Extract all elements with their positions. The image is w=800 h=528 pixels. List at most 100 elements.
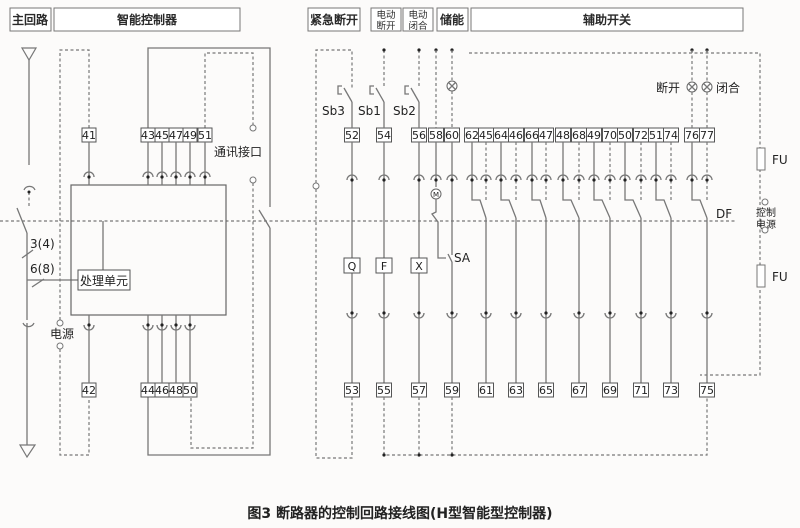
- contact-icon: [495, 174, 507, 181]
- contact-icon: [619, 174, 631, 181]
- terminal-top: 60: [445, 129, 459, 142]
- sa-label: SA: [454, 251, 471, 265]
- comm-port-label: 通讯接口: [214, 144, 262, 159]
- controller-terminal-bottom: 48: [169, 384, 183, 397]
- terminal-bottom: 69: [603, 384, 617, 397]
- contact-icon: [686, 174, 698, 181]
- contact-icon: [142, 324, 154, 331]
- controller-terminal-top: 47: [169, 129, 183, 142]
- coil-q-box: [343, 257, 361, 274]
- terminal-bottom-box: [663, 382, 679, 398]
- terminal-top: 51: [649, 129, 663, 142]
- header-motor-close-1: 电动: [408, 9, 427, 21]
- terminal-top: 48: [556, 129, 570, 142]
- coil-f-box: [375, 257, 393, 274]
- contact-icon: [701, 174, 713, 181]
- fuse-top-label: FU: [772, 153, 788, 167]
- terminal-bottom: 63: [509, 384, 523, 397]
- terminal-bottom: 65: [539, 384, 553, 397]
- controller-terminal-bottom: 50: [183, 384, 197, 397]
- controller-terminal-top: 51: [198, 129, 212, 142]
- power-terminal-top: [56, 319, 64, 327]
- terminal-bottom-box: [478, 382, 494, 398]
- terminal-top: 47: [539, 129, 553, 142]
- sb1-button-icon: [375, 87, 385, 103]
- contact-icon: [156, 324, 168, 331]
- terminal-bottom: 75: [700, 384, 714, 397]
- control-power-label-1: 控制: [756, 206, 776, 219]
- header-main-circuit-box: [9, 7, 52, 32]
- contact-icon: [665, 174, 677, 181]
- fuse-top-icon: [756, 147, 766, 171]
- controller-terminal-top: 49: [183, 129, 197, 142]
- aux-contact-icon: [471, 190, 487, 219]
- header-row: 主回路 智能控制器 紧急断开 电动 断开 电动 闭合 储能 辅助开关: [9, 7, 744, 32]
- coil-q: Q: [348, 260, 357, 273]
- contact-icon: [184, 171, 196, 178]
- lamp-open-label: 断开: [656, 80, 680, 95]
- terminal-bottom: 59: [445, 384, 459, 397]
- header-emergency-box: [307, 7, 361, 32]
- terminal-bottom-box: [699, 382, 715, 398]
- terminal-bottom: 57: [412, 384, 426, 397]
- control-power-column: FU 控制 电源 FU: [469, 52, 788, 376]
- contact-icon: [378, 174, 390, 181]
- controller-terminal-top: 45: [155, 129, 169, 142]
- contact-icon: [378, 312, 390, 319]
- processing-unit-box: [77, 269, 131, 291]
- sa-switch-icon: [447, 253, 453, 263]
- ground-top-icon: [20, 47, 38, 62]
- coil-f: F: [381, 260, 387, 273]
- contact-icon: [635, 312, 647, 319]
- contact-icon: [83, 171, 95, 178]
- contact-icon: [346, 312, 358, 319]
- header-motor-open-2: 断开: [376, 20, 396, 32]
- contact-icon: [526, 174, 538, 181]
- contact-icon: [635, 174, 647, 181]
- motor-label: M: [433, 191, 439, 199]
- contact-icon: [466, 174, 478, 181]
- contact-icon: [156, 171, 168, 178]
- ground-bottom-icon: [18, 444, 37, 459]
- terminal-top: 72: [634, 129, 648, 142]
- terminal-top: 52: [345, 129, 359, 142]
- contact-icon: [413, 312, 425, 319]
- contact-icon: [701, 312, 713, 319]
- terminal-bottom: 53: [345, 384, 359, 397]
- header-auxiliary-switch: 辅助开关: [583, 12, 631, 27]
- aux-contact-icon: [655, 190, 672, 219]
- terminal-bottom-box: [538, 382, 554, 398]
- terminal-top: 76: [685, 129, 699, 142]
- sb3-label: Sb3: [322, 104, 345, 118]
- aux-contact-icon: [500, 190, 517, 219]
- contact-top-icon: [23, 185, 36, 191]
- main-circuit: 3(4) 6(8): [16, 47, 78, 459]
- terminal-top: 56: [412, 129, 426, 142]
- terminal-bottom-box: [633, 382, 649, 398]
- terminal-top: 66: [525, 129, 539, 142]
- terminal-bottom: 71: [634, 384, 648, 397]
- terminal-top: 62: [465, 129, 479, 142]
- terminal-top: 58: [429, 129, 443, 142]
- controller-box: [70, 184, 227, 316]
- header-motor-close-box: [402, 7, 434, 32]
- contact-icon: [480, 312, 492, 319]
- contact-icon: [184, 324, 196, 331]
- contact-icon: [650, 174, 662, 181]
- contact-icon: [557, 174, 569, 181]
- terminal-top: 64: [494, 129, 508, 142]
- header-aux-box: [470, 7, 744, 32]
- power-terminal-bottom: [56, 342, 64, 350]
- contact-icon: [665, 312, 677, 319]
- aux-contact-icon: [593, 190, 611, 219]
- emergency-terminal: [312, 182, 320, 190]
- contact-icon: [413, 174, 425, 181]
- header-main-circuit: 主回路: [12, 12, 49, 27]
- header-storage-box: [436, 7, 469, 32]
- terminal-top: 49: [587, 129, 601, 142]
- terminal-bottom-box: [344, 382, 360, 398]
- contact-icon: [540, 174, 552, 181]
- terminal-top: 77: [700, 129, 714, 142]
- sb1-label: Sb1: [358, 104, 381, 118]
- header-motor-close-2: 闭合: [408, 20, 428, 32]
